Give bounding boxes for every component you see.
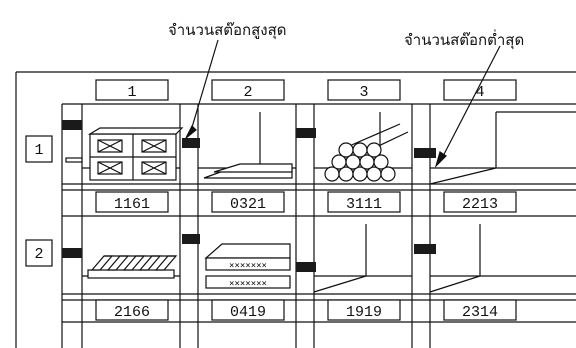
max-stock-pointer bbox=[189, 39, 219, 135]
min-marker-r1c1 bbox=[65, 157, 83, 163]
max-marker-r1c2 bbox=[182, 138, 200, 148]
column-label-1: 1 bbox=[127, 84, 136, 101]
row-label-2: 2 bbox=[34, 246, 43, 263]
column-label-2: 2 bbox=[243, 84, 252, 101]
column-label-4: 4 bbox=[475, 84, 484, 101]
code-r2c4: 2314 bbox=[462, 304, 498, 321]
row-label-box-1 bbox=[25, 135, 53, 163]
code-box-r2c4 bbox=[443, 299, 517, 321]
code-r2c1: 2166 bbox=[114, 304, 150, 321]
row-label-1: 1 bbox=[34, 142, 43, 159]
pipe-stack bbox=[324, 123, 409, 182]
box-labels: 1 2 3 4 1 2 1161 0321 3111 2213 2166 041… bbox=[34, 84, 498, 321]
flat-sheets bbox=[203, 163, 293, 179]
rack-frame bbox=[15, 71, 576, 348]
code-r1c1: 1161 bbox=[114, 196, 150, 213]
code-r2c3: 1919 bbox=[346, 304, 382, 321]
bar-bundle bbox=[87, 255, 178, 279]
code-r1c2: 0321 bbox=[230, 196, 266, 213]
annotation-pointers bbox=[185, 39, 501, 169]
crated-boards: ××××××× ××××××× bbox=[204, 243, 291, 289]
code-box-r1c3 bbox=[327, 191, 401, 213]
max-marker-r2c3 bbox=[296, 262, 316, 272]
min-stock-pointer bbox=[439, 45, 501, 163]
svg-text:×××××××: ××××××× bbox=[229, 261, 267, 271]
max-marker-r2c4 bbox=[414, 244, 436, 254]
max-marker-r1c1 bbox=[62, 120, 82, 130]
svg-text:×××××××: ××××××× bbox=[229, 279, 267, 289]
code-box-r2c2 bbox=[211, 299, 285, 321]
code-r1c4: 2213 bbox=[462, 196, 498, 213]
column-header-box-1 bbox=[95, 79, 169, 101]
code-box-r2c3 bbox=[327, 299, 401, 321]
column-label-3: 3 bbox=[359, 84, 368, 101]
column-header-box-4 bbox=[443, 79, 517, 101]
column-header-box-2 bbox=[211, 79, 285, 101]
crate-stack bbox=[87, 127, 184, 181]
code-box-r1c2 bbox=[211, 191, 285, 213]
min-stock-annotation: จำนวนสต๊อกต่ำสุด bbox=[404, 31, 525, 49]
row-label-box-2 bbox=[25, 239, 53, 267]
code-r1c3: 3111 bbox=[346, 196, 382, 213]
max-marker-r2c1 bbox=[62, 248, 82, 258]
code-box-r1c1 bbox=[95, 191, 169, 213]
max-marker-r2c2 bbox=[182, 234, 200, 244]
max-marker-r1c4 bbox=[414, 148, 436, 158]
max-stock-annotation: จำนวนสต๊อกสูงสุด bbox=[168, 21, 287, 39]
code-box-r1c4 bbox=[443, 191, 517, 213]
max-marker-r1c3 bbox=[296, 128, 316, 138]
code-box-r2c1 bbox=[95, 299, 169, 321]
column-header-box-3 bbox=[327, 79, 401, 101]
stock-markers bbox=[62, 120, 436, 272]
code-r2c2: 0419 bbox=[230, 304, 266, 321]
